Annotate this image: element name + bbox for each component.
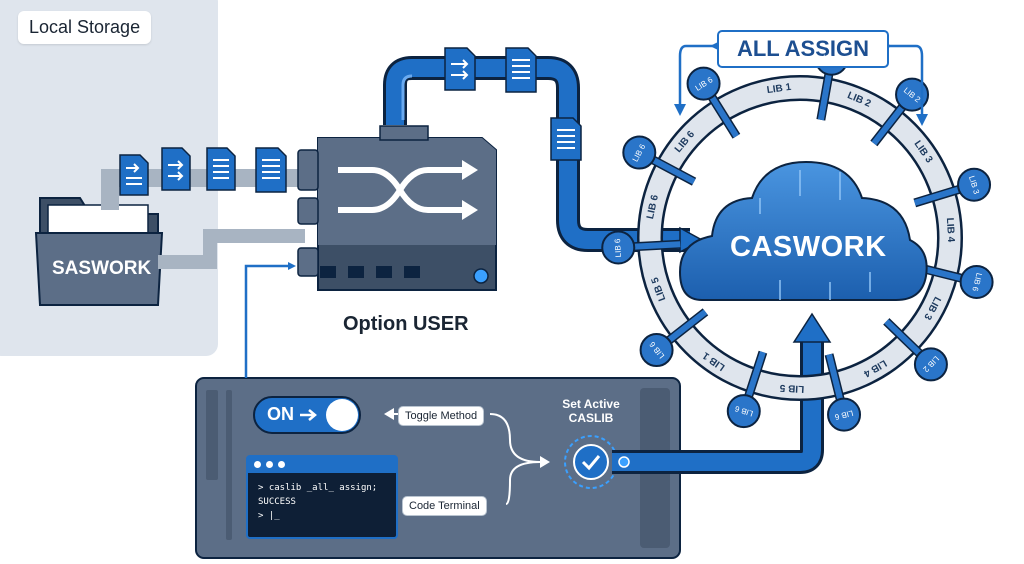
key-icon [639, 308, 709, 368]
upload-pipe-fill [386, 59, 690, 249]
terminal-line: > caslib _all_ assign; [258, 483, 378, 493]
caswork-cloud [678, 160, 928, 301]
activate-pipe-arrow [792, 312, 832, 343]
caslib-ring [601, 41, 994, 432]
upload-pipe-highlight [401, 74, 413, 120]
all-assign-arrow-right [886, 44, 924, 120]
toggle-knob[interactable] [326, 399, 358, 431]
window-dot-icon [278, 461, 285, 468]
file-icon [505, 47, 537, 93]
terminal-line: > |_ [258, 511, 280, 521]
window-dot-icon [254, 461, 261, 468]
callout-connector [489, 413, 541, 505]
panel-router-arrow [288, 262, 296, 270]
all-assign-arrow-left [678, 44, 716, 110]
file-icon [444, 47, 476, 91]
activate-pipe-fill [612, 340, 821, 471]
key-icon [601, 230, 681, 265]
key-icon [686, 66, 741, 139]
saswork-folder-icon [34, 197, 164, 306]
window-dot-icon [266, 461, 273, 468]
key-label: LIB 6 [613, 237, 624, 258]
router-device [297, 125, 497, 291]
arrow-right-icon [300, 409, 317, 421]
saswork-label: SASWORK [52, 258, 152, 279]
key-icon [870, 77, 930, 147]
terminal-line: SUCCESS [258, 497, 296, 507]
key-icon [726, 350, 768, 429]
all-assign-label: ALL ASSIGN [717, 30, 889, 68]
file-icon [206, 147, 236, 191]
set-active-caslib-button[interactable] [571, 442, 611, 482]
key-icon [913, 167, 992, 208]
file-icon [550, 117, 582, 161]
ring-lib-label: LIB 5 [779, 381, 805, 394]
set-active-line: CASLIB [568, 411, 614, 425]
router-status-led [473, 268, 489, 284]
callout-arrow [540, 456, 550, 468]
activate-pipe-node [618, 456, 630, 468]
callout-arrow [384, 408, 394, 420]
saswork-link-pipe [158, 229, 305, 269]
key-icon [883, 318, 948, 382]
check-icon [581, 455, 601, 471]
local-storage-label: Local Storage [18, 11, 152, 44]
toggle-method-callout: Toggle Method [398, 406, 485, 426]
router-ports [320, 266, 420, 278]
panel-router-link [244, 264, 292, 378]
key-icon [622, 135, 697, 186]
set-active-line: Set Active [562, 397, 620, 411]
ring-lib-label: LIB 4 [943, 217, 956, 243]
toggle-state-label: ON [267, 404, 294, 424]
set-active-label: Set Active CASLIB [546, 397, 636, 425]
code-terminal[interactable]: > caslib _all_ assign; SUCCESS > |_ [246, 455, 398, 539]
key-icon [824, 353, 862, 432]
caslib-ring-band-inner [639, 77, 961, 399]
file-icon [161, 147, 191, 191]
file-icon [119, 154, 149, 196]
router-label: Option USER [343, 313, 469, 335]
file-conveyor-pipe [101, 169, 305, 210]
file-icon [255, 147, 287, 193]
shuffle-icon [338, 160, 478, 220]
caswork-label: CASWORK [730, 231, 887, 263]
code-terminal-callout: Code Terminal [402, 496, 487, 516]
terminal-titlebar [248, 457, 396, 473]
